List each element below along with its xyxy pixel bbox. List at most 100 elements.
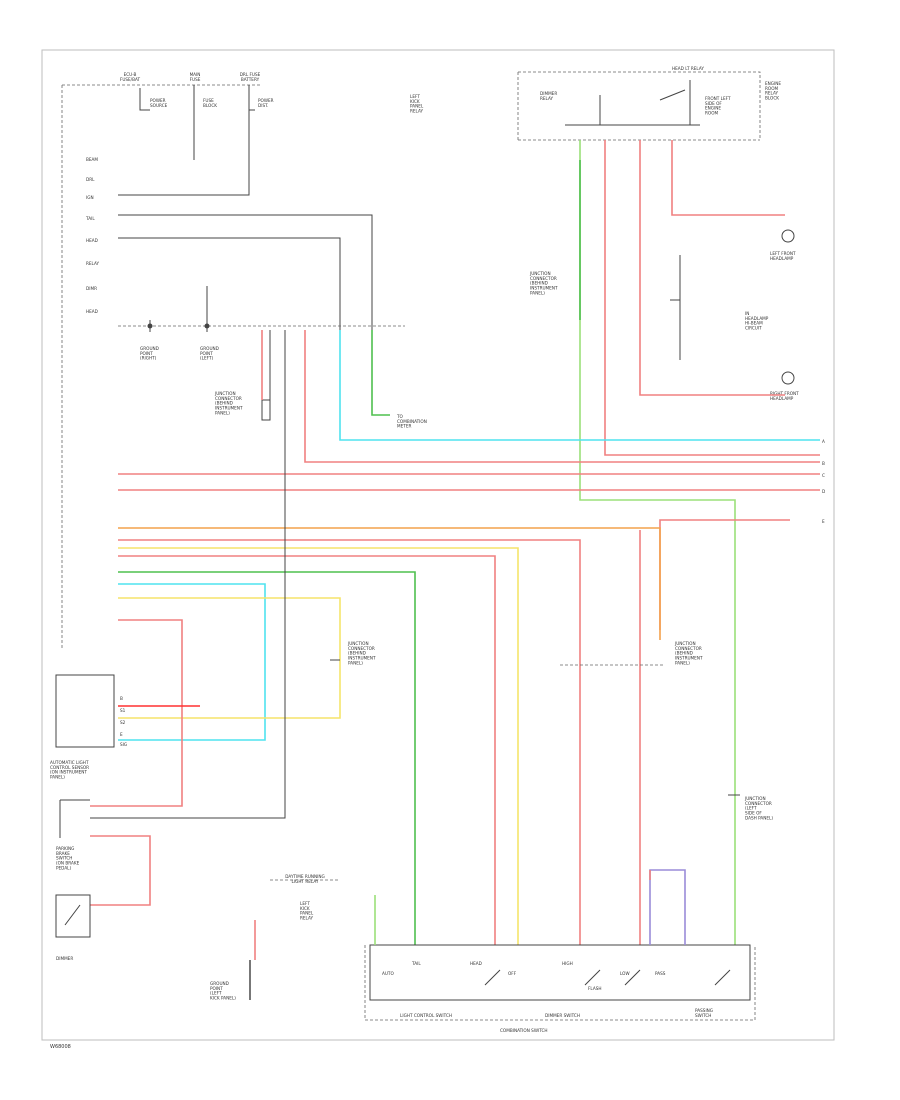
dimmer-label: DIMMER — [56, 956, 73, 961]
wire-pink-1 — [304, 330, 820, 463]
combination-switch-label: COMBINATION SWITCH — [500, 1028, 548, 1033]
ground-node-2 — [204, 323, 210, 329]
ground-node-1 — [147, 323, 153, 329]
wire-pink-5 — [118, 539, 581, 945]
auto-sensor-rows: B S1 S2 E SIG — [120, 696, 127, 747]
switch-positions: AUTO TAIL HEAD OFF HIGH LOW FLASH PASS — [382, 961, 666, 991]
wire-orange — [118, 527, 661, 640]
ground-stubs — [149, 286, 208, 332]
left-row-8: HEAD — [86, 309, 98, 314]
sensor-row-3: S2 — [120, 720, 126, 725]
left-row-1: BEAM — [86, 157, 98, 162]
wire-black-vertical — [90, 330, 286, 819]
wire-to-meter — [371, 330, 390, 416]
left-row-labels: BEAM DRL IGN TAIL HEAD RELAY DIMR HEAD — [85, 157, 100, 314]
wire-right-3 — [671, 140, 785, 216]
right-relay-box — [517, 71, 761, 141]
head-line — [118, 237, 341, 330]
auto-sensor-box — [55, 674, 115, 748]
wire-pink-6 — [118, 555, 496, 945]
wire-right-2 — [639, 140, 785, 396]
junction-a-box — [261, 399, 271, 421]
diagram-frame — [41, 49, 835, 1041]
sensor-row-5: SIG — [120, 742, 127, 747]
headlamp-bracket — [670, 255, 681, 360]
fuse-3 — [118, 85, 255, 196]
left-row-3: IGN — [86, 195, 94, 200]
sensor-row-1: B — [120, 696, 123, 701]
wire-yellow-loop — [118, 597, 341, 719]
wire-ltgreen — [579, 140, 736, 945]
wire-violet — [649, 869, 686, 945]
left-row-2: DRL — [86, 177, 95, 182]
wire-cyan-loop — [118, 583, 266, 741]
pos-high: HIGH — [562, 961, 573, 966]
tail-line — [118, 214, 373, 330]
left-row-6: RELAY — [86, 261, 100, 266]
sensor-row-2: S1 — [120, 708, 126, 713]
pos-tail: TAIL — [411, 961, 421, 966]
terminal-b: B — [822, 461, 825, 466]
parking-brake-bracket — [59, 799, 90, 838]
left-row-7: DIMR — [86, 286, 97, 291]
parking-brake-contact — [64, 904, 81, 926]
parking-brake-switch-box — [55, 894, 91, 938]
terminal-e: E — [822, 519, 825, 524]
terminal-d: D — [822, 489, 825, 494]
pos-pass: PASS — [655, 971, 666, 976]
switch-contacts — [484, 969, 731, 986]
wire-pink-sensor — [90, 619, 183, 807]
right-headlamp — [781, 371, 795, 385]
right-relay-label: HEAD LT RELAY — [672, 66, 704, 71]
sensor-row-4: E — [120, 732, 123, 737]
headlight-switch-label: LIGHT CONTROL SWITCH — [400, 1013, 452, 1018]
pos-low: LOW — [620, 971, 630, 976]
right-terminals: A B C D E — [822, 439, 825, 524]
left-row-5: HEAD — [86, 238, 98, 243]
wire-cyan-top — [339, 330, 820, 441]
wire-pink-4 — [659, 519, 790, 630]
left-headlamp — [781, 229, 795, 243]
relay-contacts — [599, 80, 691, 125]
terminal-a: A — [822, 439, 825, 444]
wire-pink-parking — [90, 835, 151, 906]
combination-switch-box — [369, 944, 751, 1001]
wire-right-1 — [604, 140, 820, 456]
left-row-4: TAIL — [85, 216, 95, 221]
terminal-c: C — [822, 473, 825, 478]
wire-green-main — [118, 571, 416, 945]
pos-flash: FLASH — [588, 986, 602, 991]
combination-switch-outline — [364, 945, 756, 1021]
pos-auto: AUTO — [382, 971, 394, 976]
footer-code: W68008 — [50, 1044, 71, 1050]
fuse-1 — [139, 88, 150, 111]
